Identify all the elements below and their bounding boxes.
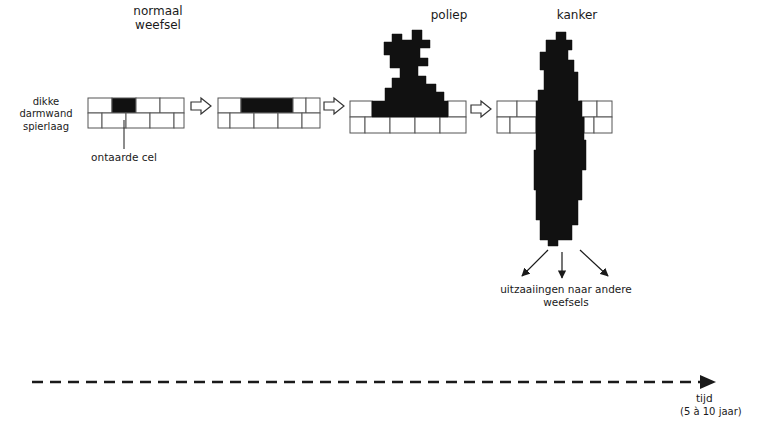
muscle-cell [302, 113, 320, 128]
cell [160, 98, 184, 113]
metastasis-arrows [522, 250, 608, 278]
muscle-cell [174, 113, 184, 128]
mutated-cell [112, 98, 136, 113]
muscle-cell [365, 117, 390, 133]
muscle-cell [350, 117, 365, 133]
cell [350, 101, 372, 117]
cell [306, 98, 320, 113]
muscle-cell [510, 117, 536, 133]
stage-heading: poliep [414, 8, 484, 22]
metastasis-label: uitzaaiingen naar andere weefsels [478, 283, 654, 308]
polyp [372, 30, 448, 117]
cell [88, 98, 112, 113]
cell [497, 101, 517, 117]
time-axis [32, 381, 702, 384]
cell [218, 98, 241, 113]
growing-tissue [218, 98, 320, 128]
muscle-cell [584, 117, 594, 133]
spread-arrow [580, 250, 608, 276]
normal-tissue [88, 98, 184, 128]
muscle-cell [594, 117, 612, 133]
muscle-cell [440, 117, 466, 133]
muscle-cell [150, 113, 174, 128]
cell-label: ontaarde cel [64, 151, 184, 164]
layer-label: spierlaag [12, 121, 80, 133]
muscle-cell [254, 113, 278, 128]
muscle-cell [390, 117, 415, 133]
muscle-cell [415, 117, 440, 133]
cell [597, 101, 612, 117]
spread-arrow [561, 252, 562, 278]
leader-line [124, 120, 125, 149]
stage-heading: normaal weefsel [120, 4, 196, 33]
cell [517, 101, 538, 117]
stage-arrows [191, 98, 491, 117]
block-arrow [191, 98, 211, 114]
time-label: tijd [696, 392, 756, 405]
muscle-cell [126, 113, 150, 128]
muscle-cell [218, 113, 230, 128]
mutated-cells [241, 98, 293, 113]
spread-arrow [522, 250, 548, 276]
muscle-cell [102, 113, 126, 128]
time-arrowhead [700, 375, 716, 389]
layer-label: dikke darmwand [12, 96, 80, 120]
cell [293, 98, 306, 113]
duration-label: (5 à 10 jaar) [680, 406, 768, 418]
muscle-cell [88, 113, 102, 128]
stage-heading: kanker [542, 8, 612, 22]
cell [580, 101, 597, 117]
muscle-cell [230, 113, 254, 128]
muscle-cell [278, 113, 302, 128]
muscle-cell [497, 117, 510, 133]
block-arrow [471, 101, 491, 117]
tumor [534, 32, 586, 246]
cell [448, 101, 466, 117]
block-arrow [324, 98, 344, 114]
cell [136, 98, 160, 113]
